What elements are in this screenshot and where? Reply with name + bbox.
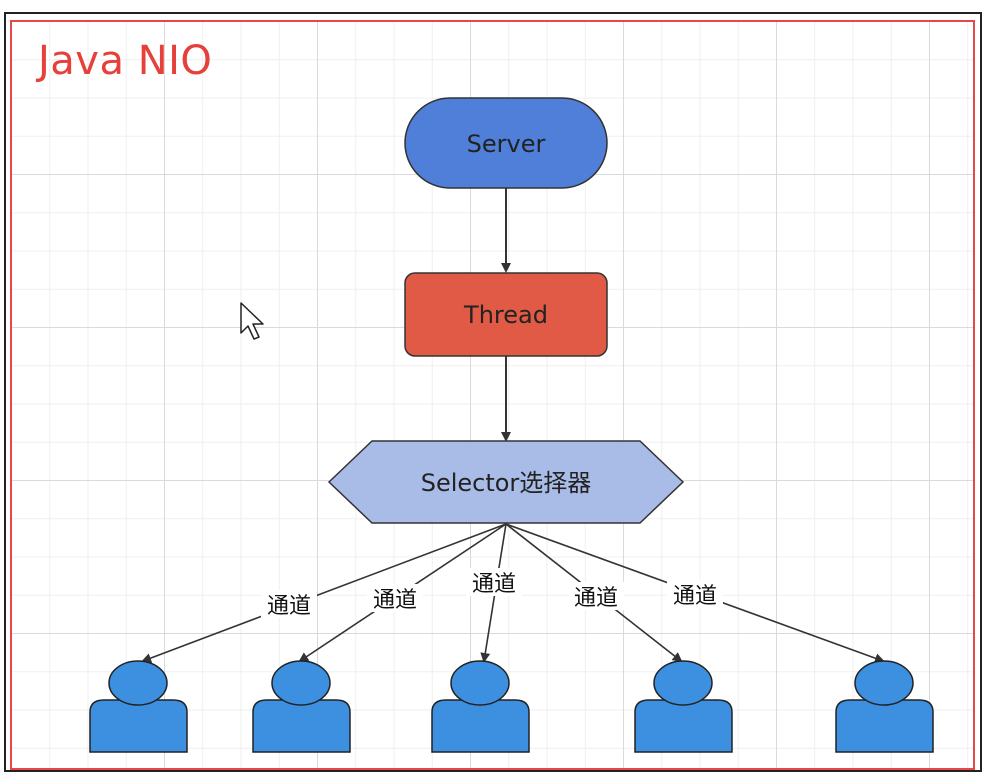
channel-label-1: 通道 — [261, 590, 317, 619]
client-4[interactable] — [634, 660, 733, 753]
client-2[interactable] — [252, 660, 351, 753]
cursor-icon — [240, 302, 264, 340]
client-3[interactable] — [431, 660, 530, 753]
user-icon — [835, 660, 934, 753]
svg-text:通道: 通道 — [373, 588, 417, 613]
channel-label-4: 通道 — [568, 582, 624, 611]
channel-label-5: 通道 — [667, 580, 723, 609]
channel-edge-1 — [141, 523, 507, 663]
user-icon — [431, 660, 530, 753]
thread-label: Thread — [463, 301, 548, 329]
user-icon — [634, 660, 733, 753]
svg-text:通道: 通道 — [574, 586, 618, 611]
client-1[interactable] — [89, 660, 188, 753]
diagram-title: Java NIO — [38, 38, 213, 84]
selector-label: Selector选择器 — [421, 469, 592, 497]
svg-text:通道: 通道 — [472, 572, 516, 597]
thread-node[interactable]: Thread — [404, 272, 608, 357]
svg-text:通道: 通道 — [267, 594, 311, 619]
selector-node[interactable]: Selector选择器 — [327, 440, 685, 524]
server-label: Server — [467, 130, 546, 158]
svg-text:通道: 通道 — [673, 584, 717, 609]
client-5[interactable] — [835, 660, 934, 753]
channel-label-2: 通道 — [367, 584, 423, 613]
channel-label-3: 通道 — [466, 568, 522, 597]
user-icon — [89, 660, 188, 753]
user-icon — [252, 660, 351, 753]
server-node[interactable]: Server — [404, 97, 608, 189]
